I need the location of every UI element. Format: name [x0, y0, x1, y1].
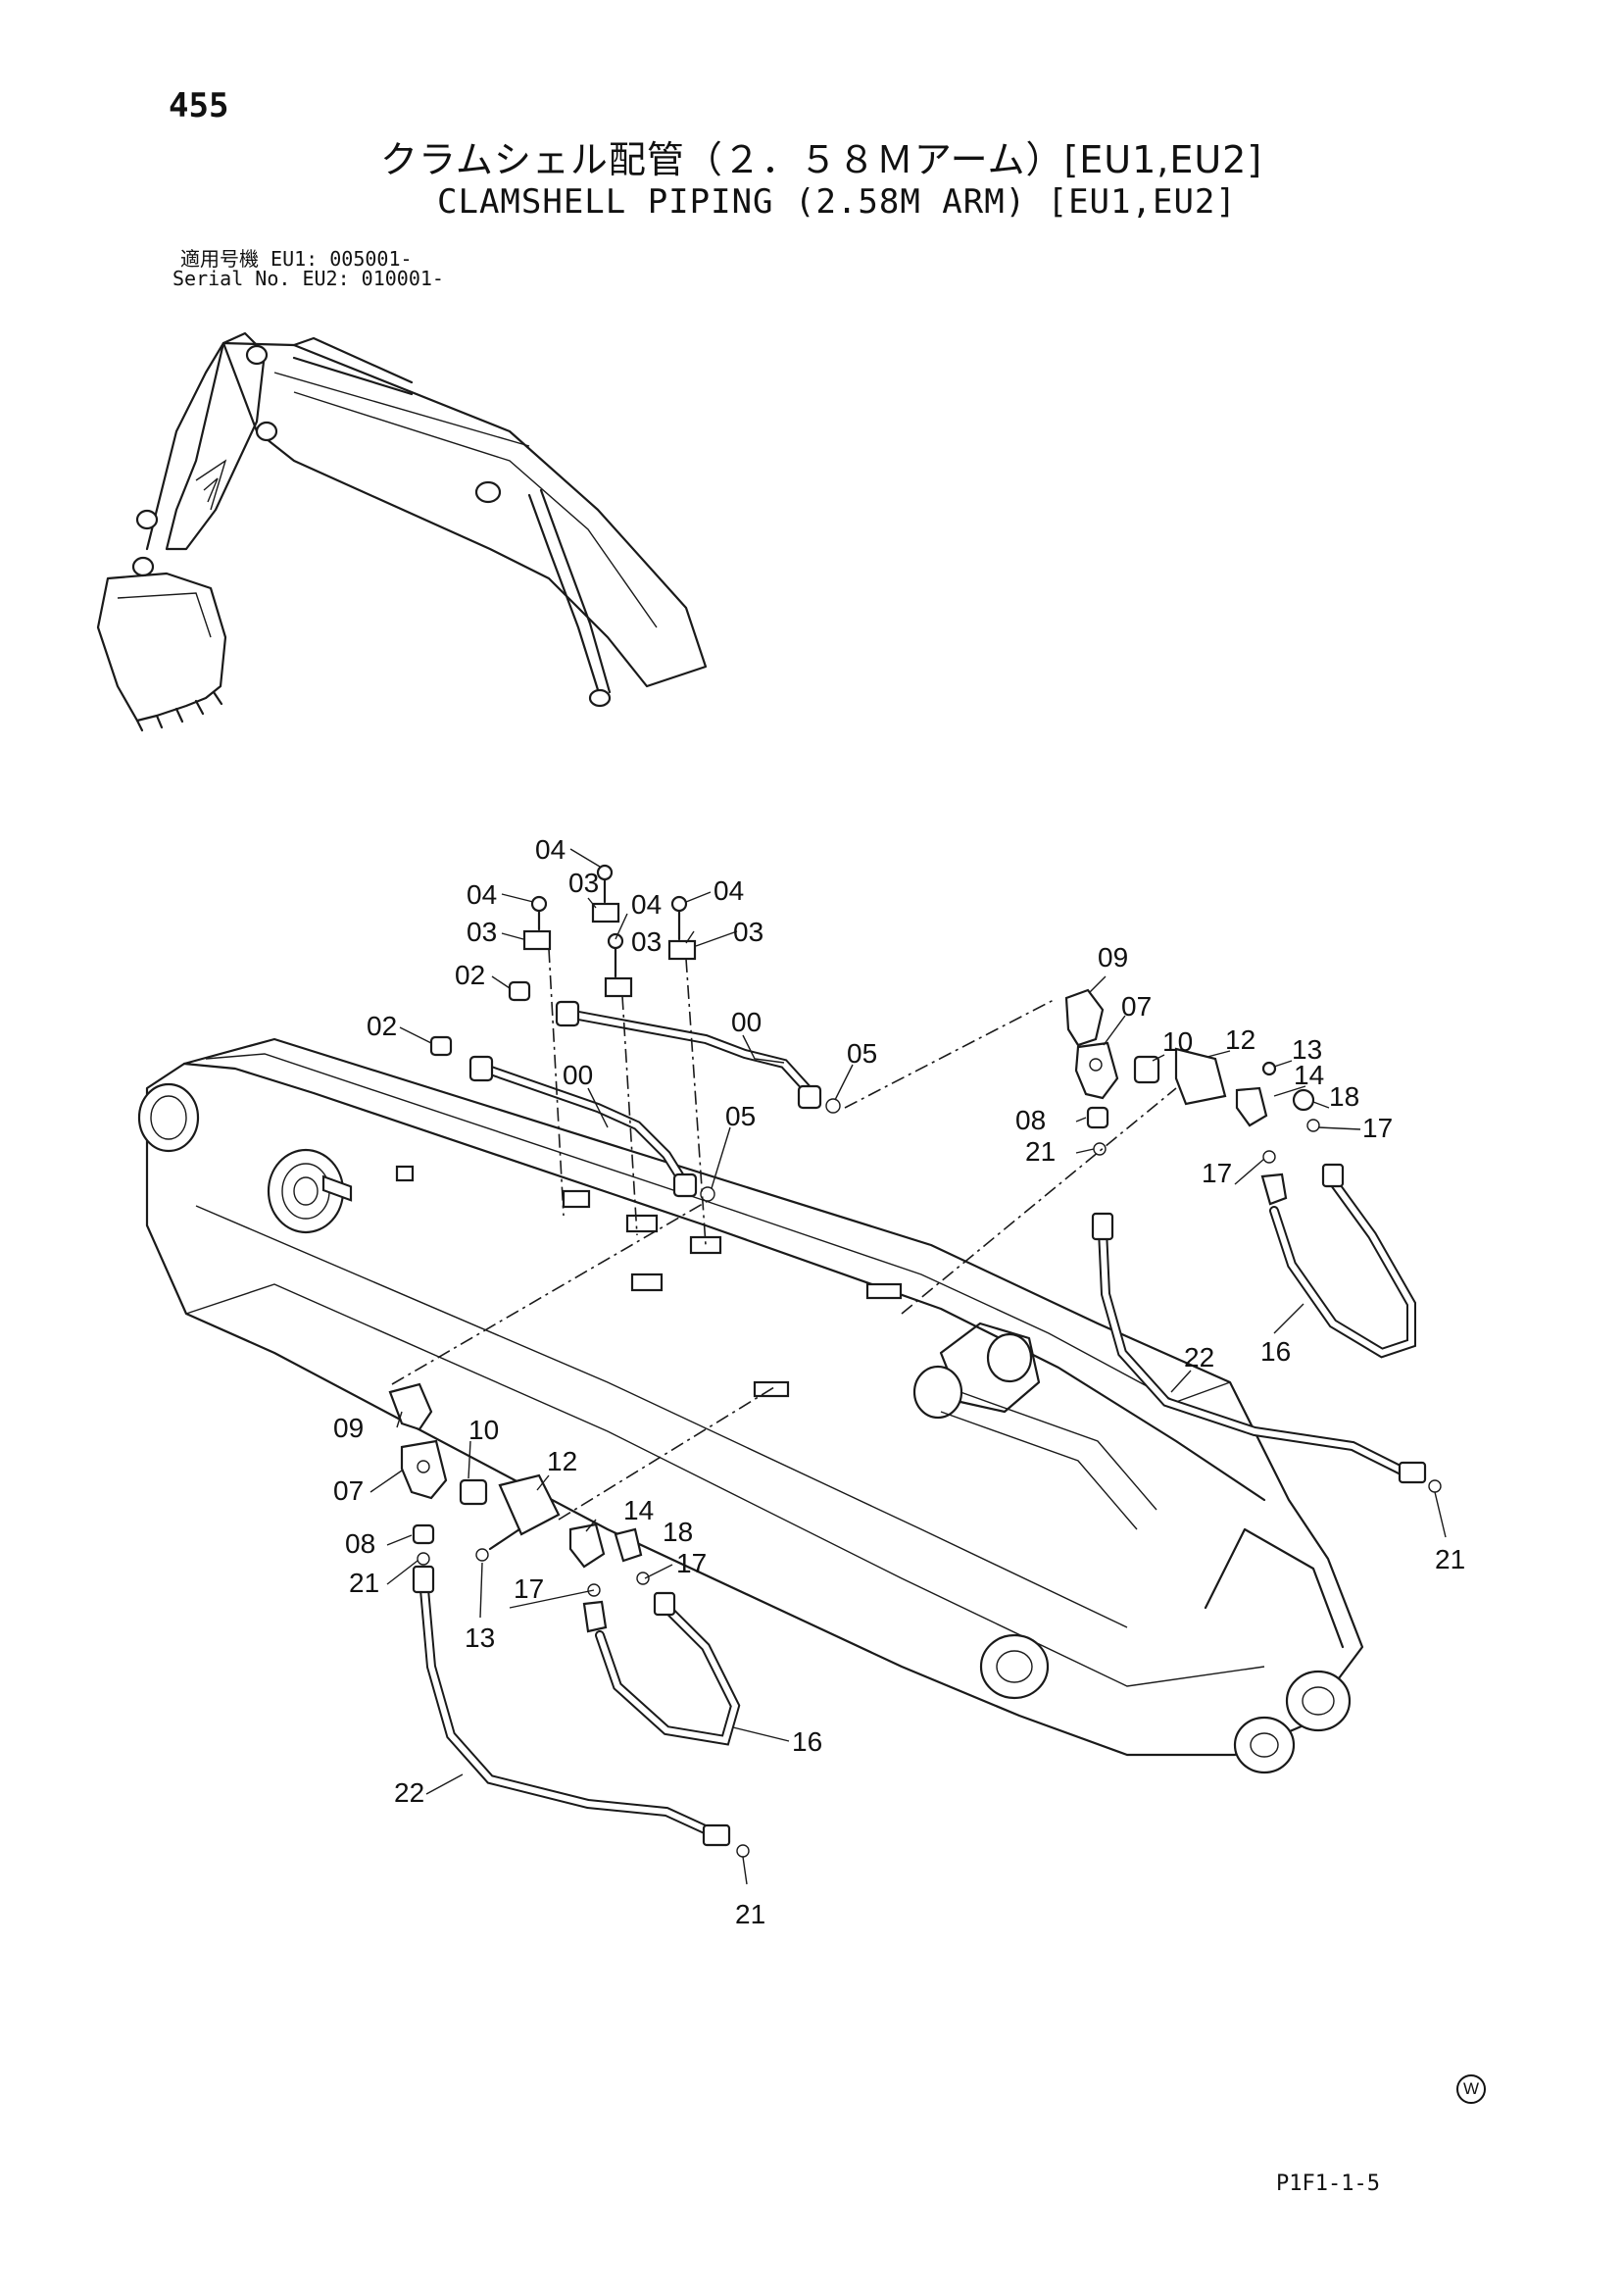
callout-labels: 04 04 04 04 03 03 03 03 02 02 00 00 05 0… — [333, 834, 1465, 1929]
callout-07: 07 — [1121, 991, 1152, 1022]
callout-12: 12 — [1225, 1024, 1255, 1055]
lower-fitting-assembly — [388, 1200, 775, 1858]
callout-21: 21 — [735, 1899, 765, 1929]
callout-09: 09 — [333, 1413, 364, 1443]
callout-14: 14 — [623, 1495, 654, 1525]
arm-body-drawing — [137, 1037, 1364, 1774]
serial-line-2: Serial No. EU2: 010001- — [172, 267, 444, 290]
callout-09: 09 — [1098, 942, 1128, 973]
callout-04: 04 — [714, 875, 744, 906]
callout-17: 17 — [676, 1548, 707, 1578]
callout-08: 08 — [1015, 1105, 1046, 1135]
callout-05: 05 — [847, 1038, 877, 1069]
page-number: 455 — [169, 86, 229, 125]
callout-03: 03 — [568, 868, 599, 898]
callout-16: 16 — [1260, 1336, 1291, 1367]
serial-line-1: 適用号機 EU1: 005001- — [180, 247, 413, 271]
callout-21: 21 — [1025, 1136, 1056, 1167]
callout-05: 05 — [725, 1101, 756, 1131]
callout-21: 21 — [1435, 1544, 1465, 1574]
callout-07: 07 — [333, 1475, 364, 1506]
callout-16: 16 — [792, 1726, 822, 1757]
watermark-w-symbol: W — [1456, 2074, 1486, 2104]
page-title-english: CLAMSHELL PIPING (2.58M ARM) [EU1,EU2] — [437, 182, 1237, 222]
excavator-overview-drawing — [96, 331, 708, 732]
callout-10: 10 — [1162, 1026, 1193, 1057]
callout-10: 10 — [468, 1415, 499, 1445]
callout-02: 02 — [367, 1011, 397, 1041]
figure-code: P1F1-1-5 — [1276, 2171, 1380, 2196]
callout-14: 14 — [1294, 1060, 1324, 1090]
callout-21: 21 — [349, 1568, 379, 1598]
callout-02: 02 — [455, 960, 485, 990]
callout-00: 00 — [731, 1007, 762, 1037]
callout-22: 22 — [1184, 1342, 1214, 1373]
callout-00: 00 — [563, 1060, 593, 1090]
callout-17: 17 — [1202, 1158, 1232, 1188]
callout-12: 12 — [547, 1446, 577, 1476]
callout-04: 04 — [535, 834, 566, 865]
callout-04: 04 — [467, 879, 497, 910]
clamps-and-bolts — [522, 864, 707, 1246]
callout-04: 04 — [631, 889, 662, 920]
callout-22: 22 — [394, 1777, 424, 1808]
callout-17: 17 — [1362, 1113, 1393, 1143]
callout-18: 18 — [663, 1517, 693, 1547]
callout-03: 03 — [631, 926, 662, 957]
callout-13: 13 — [465, 1622, 495, 1653]
callout-13: 13 — [1292, 1034, 1322, 1065]
leader-lines — [369, 848, 1447, 1885]
callout-03: 03 — [467, 917, 497, 947]
page-title-japanese: クラムシェル配管（２．５８Ｍアーム）[EU1,EU2] — [380, 138, 1263, 181]
callout-17: 17 — [514, 1573, 544, 1604]
steel-pipes — [429, 980, 841, 1202]
callout-08: 08 — [345, 1528, 375, 1559]
callout-18: 18 — [1329, 1081, 1359, 1112]
callout-03: 03 — [733, 917, 763, 947]
